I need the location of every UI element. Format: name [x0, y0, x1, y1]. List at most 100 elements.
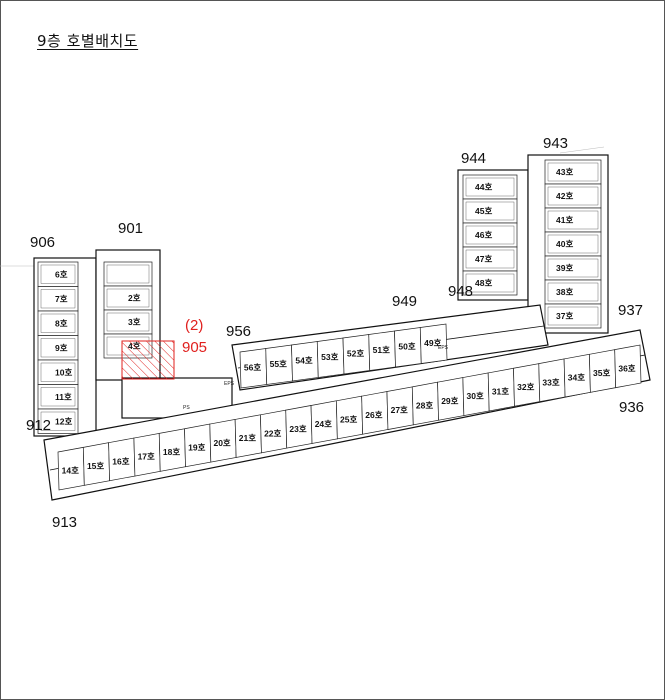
room-cell [462, 198, 518, 224]
room-number: 31호 [492, 387, 509, 397]
room-number: 44호 [475, 182, 492, 192]
room-number: 43호 [556, 167, 573, 177]
room-detail [40, 411, 76, 431]
unit-label-913: 913 [52, 514, 77, 531]
room-number: 51호 [373, 345, 390, 355]
room-number: 38호 [556, 287, 573, 297]
unit-label-948: 948 [448, 283, 473, 300]
page-title: 9층 호별배치도 [37, 32, 139, 50]
room-number: 14호 [62, 466, 79, 476]
room-cell [37, 359, 79, 385]
room-number: 3호 [128, 317, 141, 327]
room-number: 37호 [556, 311, 573, 321]
room-number: 12호 [55, 416, 72, 426]
room-number: 16호 [112, 456, 129, 466]
room-detail [40, 289, 76, 309]
unit-label-949: 949 [392, 293, 417, 310]
room-detail [547, 210, 599, 230]
room-number: 33호 [542, 377, 559, 387]
room-cell [544, 183, 602, 209]
room-number: 54호 [295, 355, 312, 365]
room-number: 48호 [475, 278, 492, 288]
core-tag: EPS [438, 345, 449, 351]
room-detail [547, 186, 599, 206]
room-number: 28호 [416, 401, 433, 411]
room-number: 19호 [188, 442, 205, 452]
room-cell [37, 310, 79, 336]
room-detail [547, 162, 599, 182]
room-cell [103, 309, 153, 335]
room-detail [40, 264, 76, 284]
room-number: 41호 [556, 215, 573, 225]
room-detail [40, 387, 76, 407]
room-detail [465, 177, 515, 197]
room-detail [106, 288, 150, 308]
highlight-unit: 905 [182, 339, 207, 356]
core-tag: EPS [224, 381, 235, 387]
room-number: 21호 [239, 433, 256, 443]
room-detail [547, 282, 599, 302]
room-number: 7호 [55, 294, 68, 304]
room-cell [462, 246, 518, 272]
unit-905-highlight[interactable] [121, 340, 175, 380]
room-number: 9호 [55, 343, 68, 353]
room-number: 30호 [467, 391, 484, 401]
room-number: 45호 [475, 206, 492, 216]
room-cell [462, 174, 518, 200]
room-number: 22호 [264, 428, 281, 438]
unit-label-906: 906 [30, 234, 55, 251]
room-detail [465, 249, 515, 269]
room-number: 20호 [213, 438, 230, 448]
room-detail [40, 313, 76, 333]
room-number: 36호 [618, 363, 635, 373]
room-cell [419, 323, 448, 364]
unit-label-936: 936 [619, 399, 644, 416]
room-cell [462, 270, 518, 296]
room-detail [40, 362, 76, 382]
core-tag: PS [183, 405, 190, 411]
room-number: 2호 [128, 293, 141, 303]
room-number: 25호 [340, 415, 357, 425]
room-number: 56호 [244, 362, 261, 372]
unit-label-943: 943 [543, 135, 568, 152]
room-number: 50호 [398, 341, 415, 351]
room-number: 8호 [55, 318, 68, 328]
room-cell [462, 222, 518, 248]
room-cell [37, 335, 79, 361]
room-cell [37, 286, 79, 312]
room-cell [614, 344, 642, 389]
unit-label-912: 912 [26, 417, 51, 434]
room-number: 24호 [315, 419, 332, 429]
room-cell [103, 261, 153, 287]
room-number: 35호 [593, 368, 610, 378]
room-cell [103, 285, 153, 311]
room-number: 10호 [55, 367, 72, 377]
room-number: 34호 [568, 373, 585, 383]
room-number: 6호 [55, 269, 68, 279]
room-number: 39호 [556, 263, 573, 273]
unit-label-944: 944 [461, 150, 486, 167]
room-number: 29호 [441, 396, 458, 406]
room-number: 46호 [475, 230, 492, 240]
room-cell [544, 303, 602, 329]
room-detail [106, 264, 150, 284]
room-number: 32호 [517, 382, 534, 392]
room-number: 23호 [289, 424, 306, 434]
room-number: 27호 [391, 405, 408, 415]
room-number: 47호 [475, 254, 492, 264]
room-number: 17호 [138, 452, 155, 462]
room-number: 15호 [87, 461, 104, 471]
room-number: 49호 [424, 338, 441, 348]
room-cell [37, 261, 79, 287]
room-detail [465, 225, 515, 245]
highlight-index: (2) [185, 317, 203, 334]
room-detail [465, 273, 515, 293]
room-number: 52호 [347, 348, 364, 358]
room-number: 42호 [556, 191, 573, 201]
room-number: 55호 [270, 359, 287, 369]
unit-label-956: 956 [226, 323, 251, 340]
room-number: 53호 [321, 352, 338, 362]
room-cell [544, 255, 602, 281]
room-cell [544, 231, 602, 257]
